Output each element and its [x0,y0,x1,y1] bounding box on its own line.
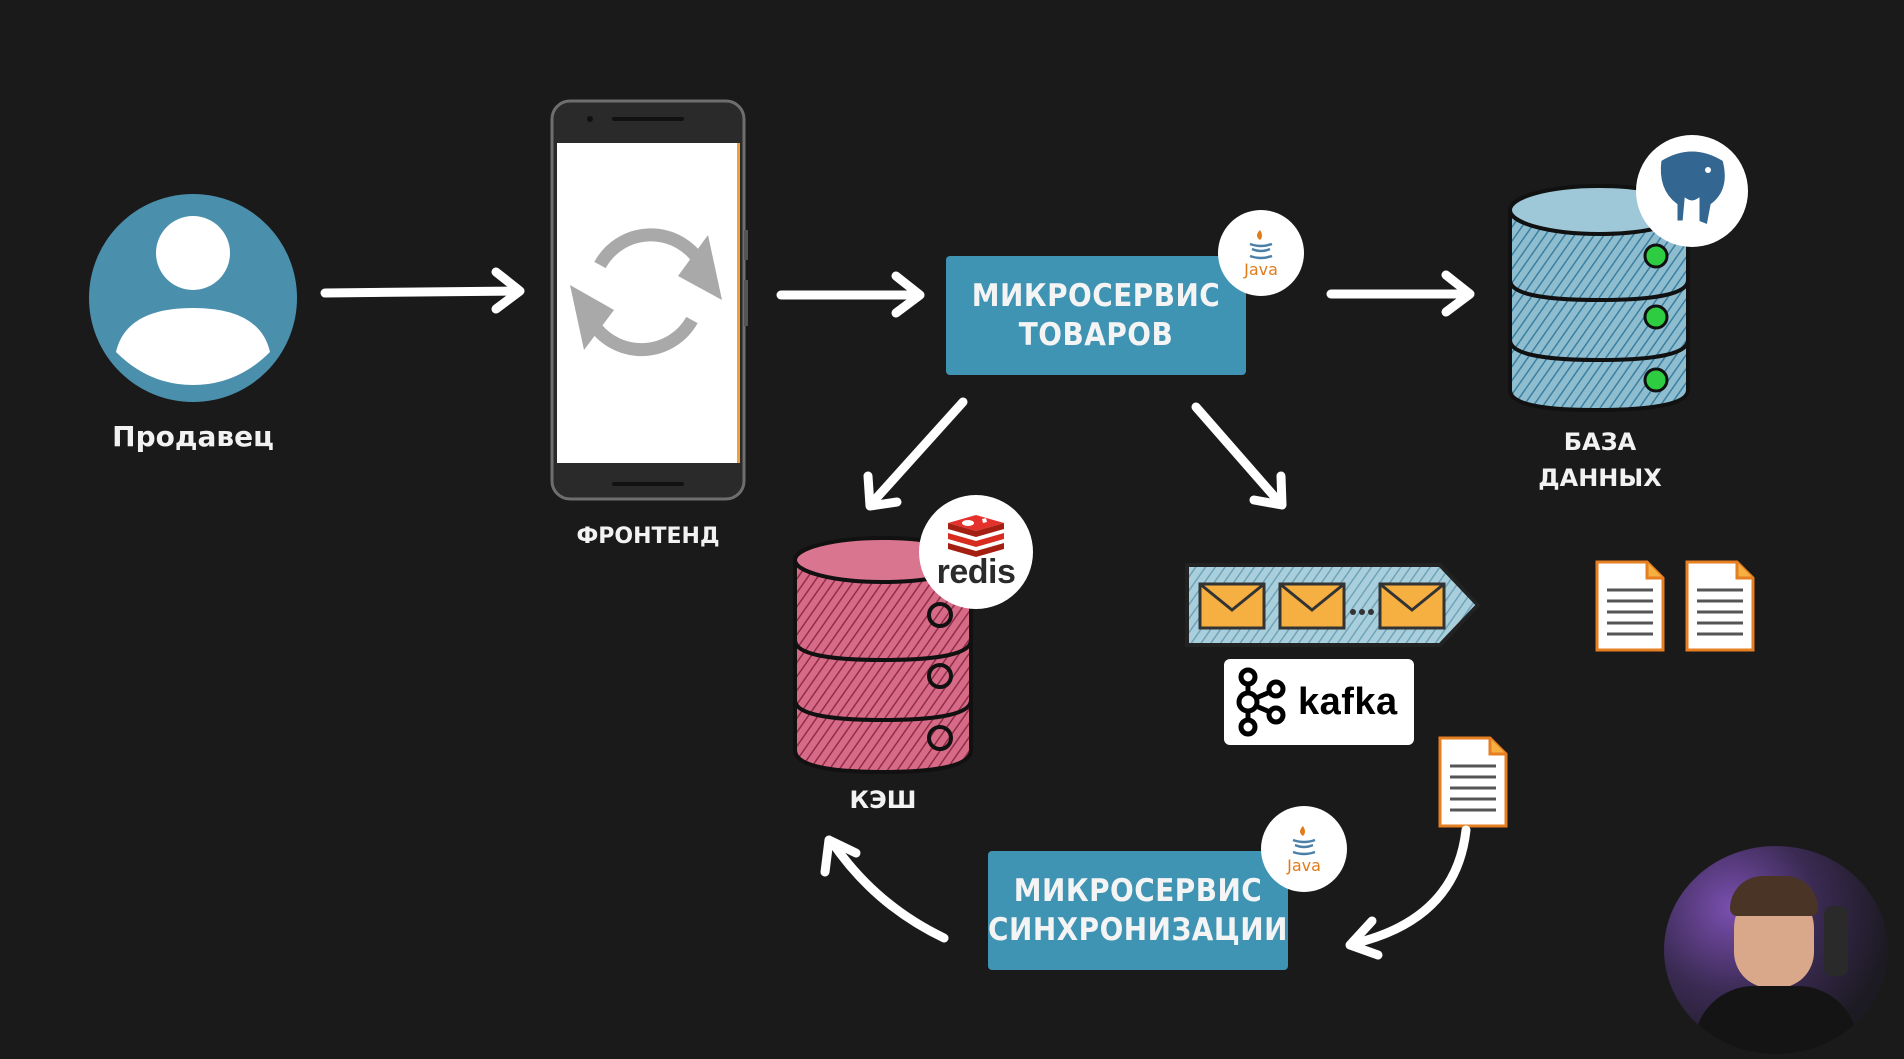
seller-label: Продавец [112,420,274,453]
document-icon [1595,560,1665,652]
cache-label: КЭШ [849,786,917,814]
java-icon: Java [1261,806,1347,892]
database-label: БАЗА ДАННЫХ [1500,424,1700,496]
database-icon [1508,184,1690,413]
arrow-sync-service-to-cache [820,835,949,943]
document-icon [1438,736,1508,828]
redis-cube-icon [948,514,1004,557]
product-service-box[interactable]: МИКРОСЕРВИС ТОВАРОВ [946,256,1246,375]
product-service-label-line1: МИКРОСЕРВИС [971,277,1221,314]
arrow-frontend-to-product-service [776,271,925,318]
redis-icon: redis [919,495,1033,609]
queue-icon [1185,563,1481,647]
java-icon: Java [1218,210,1304,296]
arrow-queue-to-sync-service [1345,825,1471,960]
arrow-product-service-to-database [1326,270,1475,317]
sync-service-box[interactable]: МИКРОСЕРВИС СИНХРОНИЗАЦИИ [988,851,1288,970]
kafka-label: kafka [1298,680,1398,723]
arrow-product-service-to-queue [1191,402,1287,510]
envelope-icon [1278,582,1346,630]
refresh-icon [570,228,722,357]
kafka-icon [1236,667,1286,737]
phone-icon [550,99,748,501]
sync-service-label-line2: СИНХРОНИЗАЦИИ [988,911,1288,948]
redis-badge-label: redis [936,552,1016,591]
arrow-product-service-to-cache [863,397,968,511]
envelope-icon [1198,582,1266,630]
sync-service-label-line1: МИКРОСЕРВИС [1013,872,1263,909]
postgresql-icon [1636,135,1748,247]
kafka-logo: kafka [1224,659,1414,745]
java-cup-icon [1292,825,1316,855]
java-badge-label: Java [1287,855,1321,875]
microphone-icon [1824,906,1848,976]
database-label-line2: ДАННЫХ [1538,464,1662,492]
java-badge-label: Java [1244,259,1278,279]
java-cup-icon [1249,229,1273,259]
presenter-hair [1730,876,1818,916]
envelope-icon [1378,582,1446,630]
product-service-label-line2: ТОВАРОВ [1018,316,1174,353]
document-icon [1685,560,1755,652]
frontend-label: ФРОНТЕНД [576,524,720,549]
cache-database-icon [793,536,973,775]
presenter-body [1694,986,1858,1054]
database-label-line1: БАЗА [1563,428,1637,456]
user-avatar-icon [89,194,297,402]
arrow-seller-to-frontend [320,267,525,314]
presenter-webcam [1664,846,1888,1054]
